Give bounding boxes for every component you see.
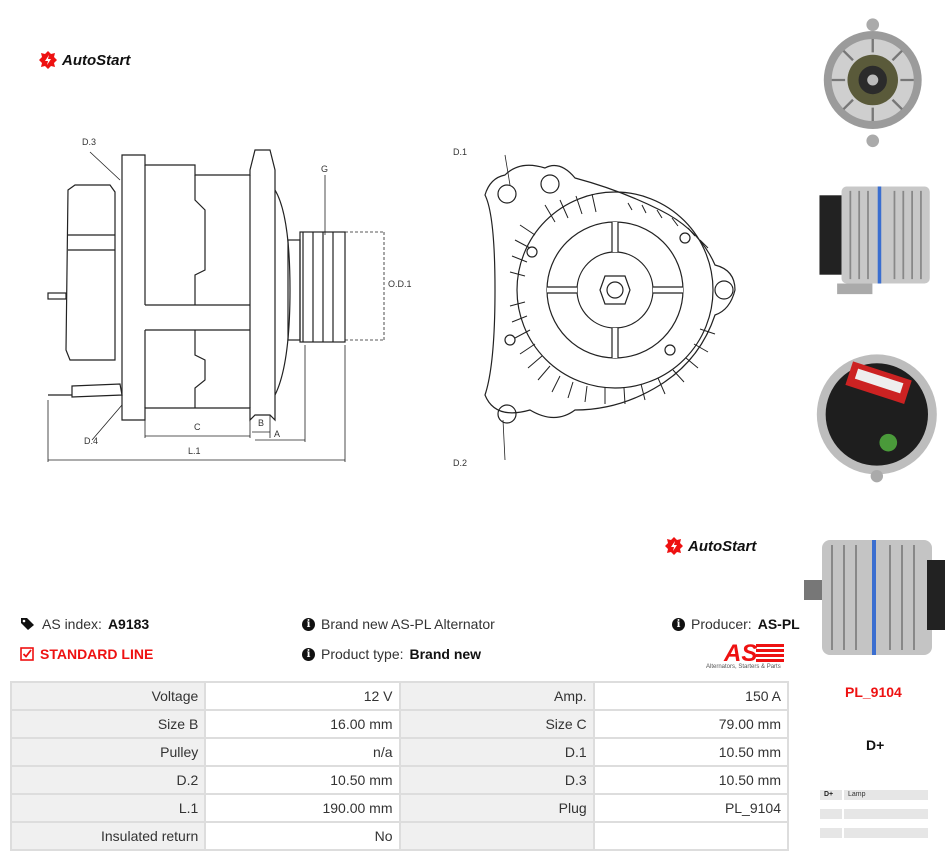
- plug-code[interactable]: PL_9104: [845, 684, 902, 700]
- spec-label: L.1: [9, 793, 207, 823]
- product-photo-rear[interactable]: [802, 335, 949, 485]
- label-a: A: [274, 429, 280, 439]
- spec-value: 190.00 mm: [204, 793, 401, 823]
- label-d3: D.3: [82, 137, 96, 147]
- tags-icon: [21, 618, 34, 630]
- specifications-table: Voltage 12 V Amp. 150 A Size B 16.00 mm …: [9, 681, 790, 851]
- product-photo-angle[interactable]: [802, 520, 949, 670]
- label-d2: D.2: [453, 458, 467, 468]
- spec-value: [592, 821, 790, 851]
- spec-value: 150 A: [592, 681, 790, 711]
- as-pl-logo: AS Alternators, Starters & Parts: [706, 640, 792, 672]
- vent-slots: [509, 193, 716, 405]
- spec-value: 10.50 mm: [592, 765, 790, 795]
- brand-new-info: i Brand new AS-PL Alternator: [302, 616, 495, 632]
- product-type-info: i Product type: Brand new: [302, 646, 481, 662]
- as-pl-tagline: Alternators, Starters & Parts: [706, 664, 781, 670]
- list-item: [820, 828, 928, 838]
- label-l1: L.1: [188, 446, 201, 456]
- pin-description: Lamp: [844, 790, 928, 800]
- spec-label: [398, 821, 595, 851]
- info-icon: i: [302, 617, 315, 631]
- spec-value: PL_9104: [592, 793, 790, 823]
- table-row: Size B 16.00 mm Size C 79.00 mm: [9, 709, 790, 739]
- side-view: [47, 149, 385, 462]
- label-c: C: [194, 422, 201, 432]
- spec-label: Insulated return: [9, 821, 207, 851]
- table-row: Insulated return No: [9, 821, 790, 851]
- pin-name: [820, 809, 842, 819]
- spec-label: Voltage: [9, 681, 207, 711]
- label-b: B: [258, 418, 264, 428]
- autostart-logo-icon: [665, 537, 683, 555]
- spec-label: D.1: [398, 737, 595, 767]
- label-d1: D.1: [453, 147, 467, 157]
- info-icon: i: [672, 617, 685, 631]
- label-g: G: [321, 164, 328, 174]
- spec-value: 79.00 mm: [592, 709, 790, 739]
- spec-label: Pulley: [9, 737, 207, 767]
- drawing-labels: D.3 D.4 G O.D.1 C B A L.1 D.1 D.2: [82, 137, 467, 468]
- spec-label: D.2: [9, 765, 207, 795]
- standard-line-badge: STANDARD LINE: [20, 646, 153, 662]
- pin-name: [820, 828, 842, 838]
- front-view: [484, 154, 736, 461]
- table-row: Voltage 12 V Amp. 150 A: [9, 681, 790, 711]
- spec-label: Size C: [398, 709, 595, 739]
- list-item: D+ Lamp: [820, 790, 928, 800]
- info-icon: i: [302, 647, 315, 661]
- standard-line-label: STANDARD LINE: [40, 646, 154, 662]
- spec-label: Size B: [9, 709, 207, 739]
- spec-label: D.3: [398, 765, 595, 795]
- table-row: Pulley n/a D.1 10.50 mm: [9, 737, 790, 767]
- label-d4: D.4: [84, 436, 98, 446]
- product-photo-side[interactable]: [802, 160, 949, 310]
- brand-new-text: Brand new AS-PL Alternator: [321, 616, 495, 632]
- producer-value: AS-PL: [757, 616, 800, 632]
- technical-drawing: D.3 D.4 G O.D.1 C B A L.1 D.1 D.2: [47, 137, 736, 468]
- checkbox-icon: [20, 647, 34, 661]
- table-row: D.2 10.50 mm D.3 10.50 mm: [9, 765, 790, 795]
- spec-value: No: [204, 821, 401, 851]
- autostart-logo: AutoStart: [38, 50, 130, 70]
- pin-description: [844, 828, 928, 838]
- producer-label: Producer:: [691, 616, 752, 632]
- autostart-logo-secondary: AutoStart: [664, 536, 756, 556]
- pin-name: D+: [820, 790, 842, 800]
- product-photo-front[interactable]: [802, 5, 949, 155]
- spec-value: 10.50 mm: [204, 765, 401, 795]
- producer-info: i Producer: AS-PL: [672, 616, 800, 632]
- product-type-label: Product type:: [321, 646, 404, 662]
- as-index: AS index: A9183: [20, 616, 149, 632]
- as-pl-logo-text: AS: [724, 640, 758, 667]
- spec-value: 12 V: [204, 681, 401, 711]
- as-index-value: A9183: [107, 616, 150, 632]
- product-type-value: Brand new: [409, 646, 482, 662]
- spec-value: 10.50 mm: [592, 737, 790, 767]
- spec-label: Plug: [398, 793, 595, 823]
- pin-description: [844, 809, 928, 819]
- logo-text: AutoStart: [688, 537, 757, 555]
- spec-label: Amp.: [398, 681, 595, 711]
- plug-pin-label: D+: [866, 737, 885, 753]
- plug-pin-table: D+ Lamp: [820, 790, 928, 847]
- spec-value: n/a: [204, 737, 401, 767]
- as-pl-logo-icon: [756, 644, 784, 662]
- autostart-logo-icon: [39, 51, 57, 69]
- as-index-label: AS index:: [42, 616, 102, 632]
- label-od1: O.D.1: [388, 279, 412, 289]
- logo-text: AutoStart: [62, 51, 131, 69]
- spec-value: 16.00 mm: [204, 709, 401, 739]
- list-item: [820, 809, 928, 819]
- table-row: L.1 190.00 mm Plug PL_9104: [9, 793, 790, 823]
